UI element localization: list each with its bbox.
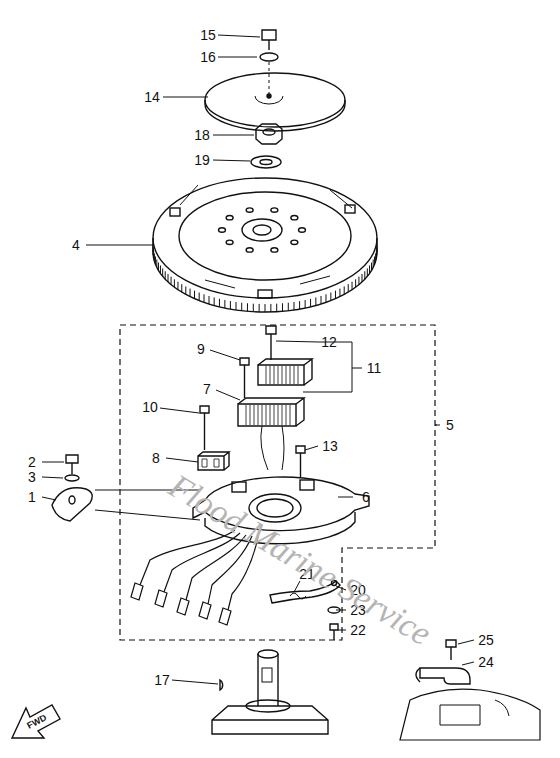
callout-number: 15 xyxy=(200,28,216,42)
callout-number: 25 xyxy=(478,633,494,647)
leader-lines xyxy=(42,35,474,684)
callout-number: 2 xyxy=(28,455,36,469)
charge-coil xyxy=(258,326,312,385)
callout-number: 14 xyxy=(144,90,160,104)
callout-number: 11 xyxy=(367,361,382,375)
pulser-coil xyxy=(238,358,304,470)
nut xyxy=(251,124,282,168)
flywheel xyxy=(153,178,377,312)
callout-number: 17 xyxy=(154,673,170,687)
callout-number: 19 xyxy=(194,153,210,167)
bracket-part xyxy=(52,455,92,521)
crank-stem xyxy=(212,650,328,734)
callout-number: 18 xyxy=(194,128,210,142)
callout-number: 10 xyxy=(142,400,158,414)
screws xyxy=(198,406,305,478)
callout-number: 8 xyxy=(152,451,160,465)
callout-number: 4 xyxy=(72,238,80,252)
clamp-bracket xyxy=(400,640,540,740)
callout-number: 13 xyxy=(322,439,338,453)
bolt xyxy=(260,30,278,96)
callout-number: 6 xyxy=(362,490,370,504)
callout-number: 22 xyxy=(350,623,366,637)
callout-number: 7 xyxy=(203,382,211,396)
watermark: Flood Marine Service xyxy=(163,469,436,652)
callout-number: 12 xyxy=(321,335,337,349)
wire-harness xyxy=(131,530,258,625)
callout-number: 24 xyxy=(478,655,494,669)
fwd-arrow xyxy=(12,705,60,738)
callout-number: 1 xyxy=(28,490,36,504)
callout-number: 3 xyxy=(28,470,36,484)
cover-plate xyxy=(205,73,345,131)
callout-number: 16 xyxy=(200,50,216,64)
callout-number: 5 xyxy=(446,418,454,432)
callout-number: 9 xyxy=(197,342,205,356)
